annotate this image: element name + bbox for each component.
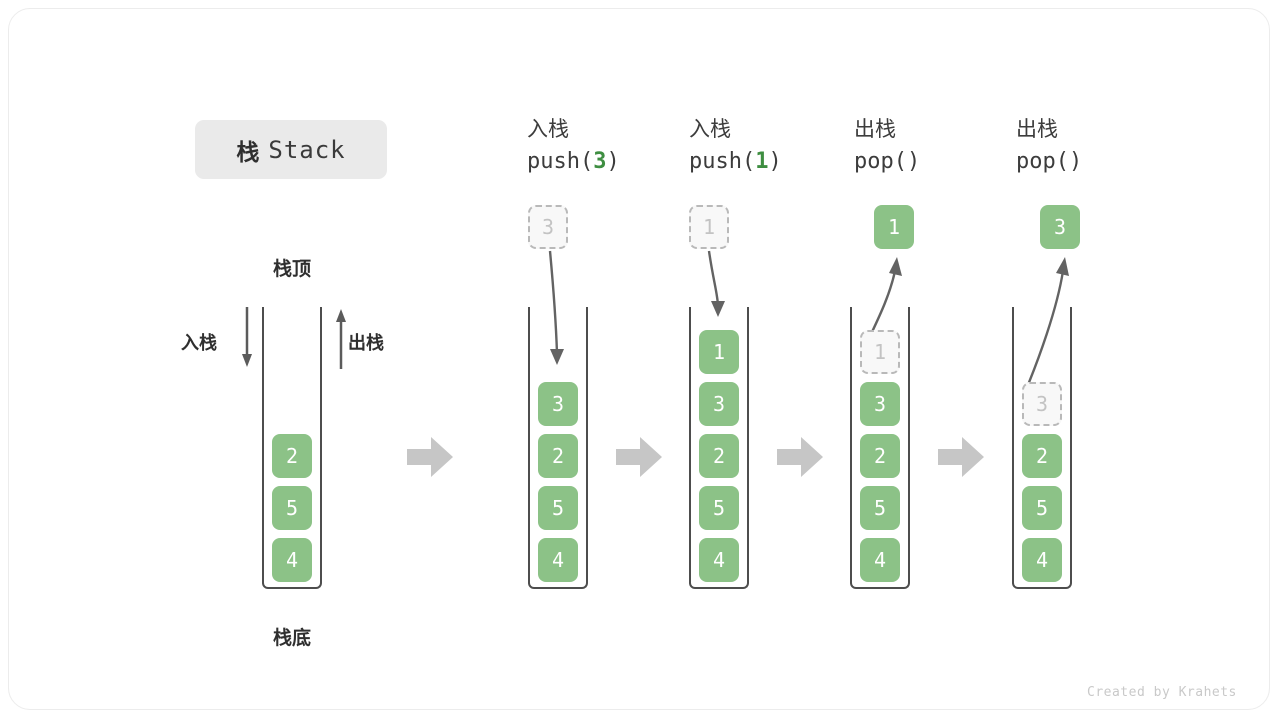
stack-cell: 4 [538,538,578,582]
flow-arrow-icon [777,437,823,477]
stack-cell: 4 [860,538,900,582]
pop-direction-label: 出栈 [348,333,384,353]
stack-cell: 2 [538,434,578,478]
header-code: push(1) [689,149,782,174]
stack-cell: 3 [538,382,578,426]
column-header-pop-3: 出栈 pop() [1016,115,1206,179]
column-header-push-1: 入栈 push(1) [689,115,879,179]
stack-cell: 3 [699,382,739,426]
title-en: Stack [268,135,346,164]
floating-element-ghost: 1 [689,205,729,249]
stack-cell: 1 [699,330,739,374]
header-cn: 入栈 [689,118,731,141]
stack-cell: 2 [860,434,900,478]
stack-cell: 4 [1022,538,1062,582]
pop-direction-arrow-icon [336,309,346,369]
floating-element-popped: 3 [1040,205,1080,249]
stack-cell: 5 [699,486,739,530]
header-code: pop() [854,149,921,174]
flow-arrow-icon [938,437,984,477]
flow-arrow-icon [407,437,453,477]
stack-container-push-1 [689,307,749,589]
diagram-canvas: 栈 Stack 栈顶 栈底 入栈 出栈 2 5 4 入栈 push(3) 3 3… [8,8,1270,710]
floating-element-ghost: 3 [528,205,568,249]
stack-cell: 2 [272,434,312,478]
stack-cell: 4 [272,538,312,582]
header-cn: 入栈 [527,118,569,141]
push-direction-arrow-icon [242,307,252,367]
stack-cell: 2 [1022,434,1062,478]
title-cn: 栈 [236,138,260,165]
stack-container-pop-3 [1012,307,1072,589]
stack-cell: 3 [860,382,900,426]
flow-arrow-icon [616,437,662,477]
stack-cell: 5 [860,486,900,530]
floating-element-popped: 1 [874,205,914,249]
header-code: pop() [1016,149,1083,174]
stack-cell: 5 [1022,486,1062,530]
push-curve-arrow-icon [707,250,725,317]
stack-cell-removed: 1 [860,330,900,374]
credit-text: Created by Krahets [1087,685,1237,700]
stack-cell: 2 [699,434,739,478]
stack-top-label: 栈顶 [272,259,311,280]
stack-container-initial [262,307,322,589]
column-header-push-3: 入栈 push(3) [527,115,717,179]
stack-cell-removed: 3 [1022,382,1062,426]
header-code: push(3) [527,149,620,174]
push-direction-label: 入栈 [181,333,217,353]
header-cn: 出栈 [1016,118,1058,141]
diagram-title: 栈 Stack [195,120,387,179]
stack-cell: 4 [699,538,739,582]
column-header-pop-1: 出栈 pop() [854,115,1044,179]
stack-container-push-3 [528,307,588,589]
stack-container-pop-1 [850,307,910,589]
stack-cell: 5 [272,486,312,530]
header-cn: 出栈 [854,118,896,141]
stack-cell: 5 [538,486,578,530]
stack-bottom-label: 栈底 [272,628,311,649]
push-curve-arrow-icon [548,250,564,365]
